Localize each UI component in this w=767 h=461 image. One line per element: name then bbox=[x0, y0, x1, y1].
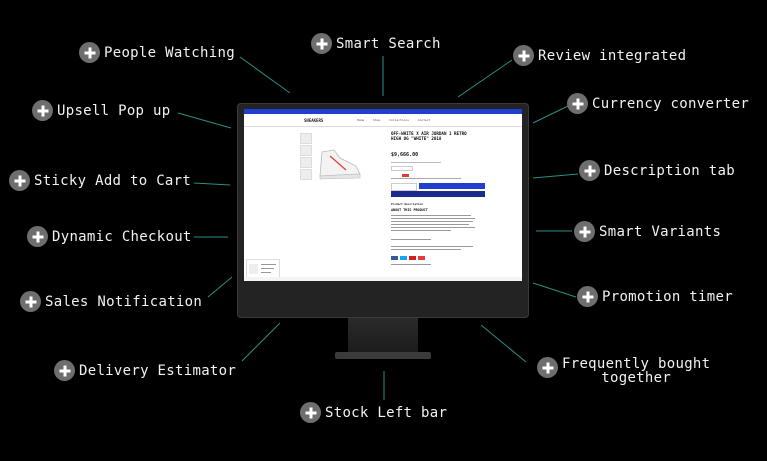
description-line bbox=[391, 218, 475, 219]
feature-dynamic-checkout[interactable]: Dynamic Checkout bbox=[27, 226, 192, 247]
product-thumbnail[interactable] bbox=[300, 157, 312, 168]
product-title: OFF-WHITE X AIR JORDAN 1 RETRO HIGH OG "… bbox=[391, 131, 467, 141]
plus-icon bbox=[9, 170, 30, 191]
plus-icon bbox=[20, 291, 41, 312]
delivery-info bbox=[391, 178, 461, 179]
description-heading: ABOUT THIS PRODUCT bbox=[391, 208, 428, 212]
nav-item-home[interactable]: Home bbox=[357, 118, 365, 122]
notification-line bbox=[261, 272, 271, 273]
feature-smart-search[interactable]: Smart Search bbox=[311, 33, 441, 54]
plus-icon bbox=[311, 33, 332, 54]
plus-icon bbox=[513, 45, 534, 66]
monitor-stand-neck bbox=[348, 318, 418, 354]
product-thumbnail[interactable] bbox=[300, 133, 312, 144]
feature-promotion-timer[interactable]: Promotion timer bbox=[577, 286, 733, 307]
variant-select[interactable] bbox=[391, 166, 413, 171]
sneaker-image bbox=[319, 149, 361, 180]
share-facebook-icon[interactable] bbox=[391, 256, 398, 260]
plus-icon bbox=[579, 160, 600, 181]
description-line bbox=[391, 227, 475, 228]
screen-footer bbox=[244, 277, 522, 281]
sale-badge bbox=[402, 174, 409, 177]
plus-icon bbox=[54, 360, 75, 381]
plus-icon bbox=[537, 357, 558, 378]
feature-review-integrated[interactable]: Review integrated bbox=[513, 45, 686, 66]
plus-icon bbox=[577, 286, 598, 307]
feature-description-tab[interactable]: Description tab bbox=[579, 160, 735, 181]
feature-smart-variants[interactable]: Smart Variants bbox=[574, 221, 721, 242]
add-to-cart-button[interactable] bbox=[419, 183, 485, 189]
feature-sales-notification[interactable]: Sales Notification bbox=[20, 291, 202, 312]
feature-stock-left-bar[interactable]: Stock Left bar bbox=[300, 402, 447, 423]
plus-icon bbox=[567, 93, 588, 114]
description-line bbox=[391, 230, 451, 231]
feature-sticky-add-to-cart[interactable]: Sticky Add to Cart bbox=[9, 170, 191, 191]
feature-currency-converter[interactable]: Currency converter bbox=[567, 93, 749, 114]
feature-people-watching[interactable]: People Watching bbox=[79, 42, 235, 63]
announcement-bar bbox=[244, 109, 522, 114]
description-line bbox=[391, 224, 469, 225]
product-thumbnail[interactable] bbox=[300, 145, 312, 156]
share-email-icon[interactable] bbox=[418, 256, 425, 260]
plus-icon bbox=[27, 226, 48, 247]
description-line bbox=[391, 246, 473, 247]
plus-icon bbox=[574, 221, 595, 242]
product-price: $9,666.00 bbox=[391, 152, 419, 158]
notification-thumbnail bbox=[249, 264, 258, 274]
notification-line bbox=[261, 264, 276, 265]
feature-upsell-popup[interactable]: Upsell Pop up bbox=[32, 100, 170, 121]
monitor-stand-base bbox=[335, 352, 431, 359]
store-logo[interactable]: SNEAKERS bbox=[304, 118, 324, 123]
buy-now-button[interactable] bbox=[391, 191, 485, 197]
plus-icon bbox=[79, 42, 100, 63]
description-tab[interactable]: Product Description bbox=[391, 202, 423, 206]
description-line bbox=[391, 249, 461, 250]
quantity-stepper[interactable] bbox=[391, 183, 417, 191]
product-thumbnail[interactable] bbox=[300, 169, 312, 180]
store-nav: Home Shop Collections Contact bbox=[357, 118, 437, 122]
feature-delivery-estimator[interactable]: Delivery Estimator bbox=[54, 360, 236, 381]
store-screen: SNEAKERS Home Shop Collections Contact O… bbox=[244, 109, 522, 281]
variant-label bbox=[391, 162, 441, 163]
description-line bbox=[391, 264, 431, 265]
nav-item-contact[interactable]: Contact bbox=[417, 118, 431, 122]
description-line bbox=[391, 215, 471, 216]
plus-icon bbox=[32, 100, 53, 121]
description-line bbox=[391, 239, 431, 240]
store-header: SNEAKERS Home Shop Collections Contact bbox=[244, 116, 522, 127]
share-pinterest-icon[interactable] bbox=[409, 256, 416, 260]
plus-icon bbox=[300, 402, 321, 423]
nav-item-collections[interactable]: Collections bbox=[389, 118, 409, 122]
nav-item-shop[interactable]: Shop bbox=[373, 118, 381, 122]
monitor: SNEAKERS Home Shop Collections Contact O… bbox=[237, 103, 529, 318]
notification-line bbox=[261, 268, 274, 269]
feature-frequently-bought-together[interactable]: Frequently bought together bbox=[537, 357, 710, 385]
description-line bbox=[391, 221, 473, 222]
share-twitter-icon[interactable] bbox=[400, 256, 407, 260]
